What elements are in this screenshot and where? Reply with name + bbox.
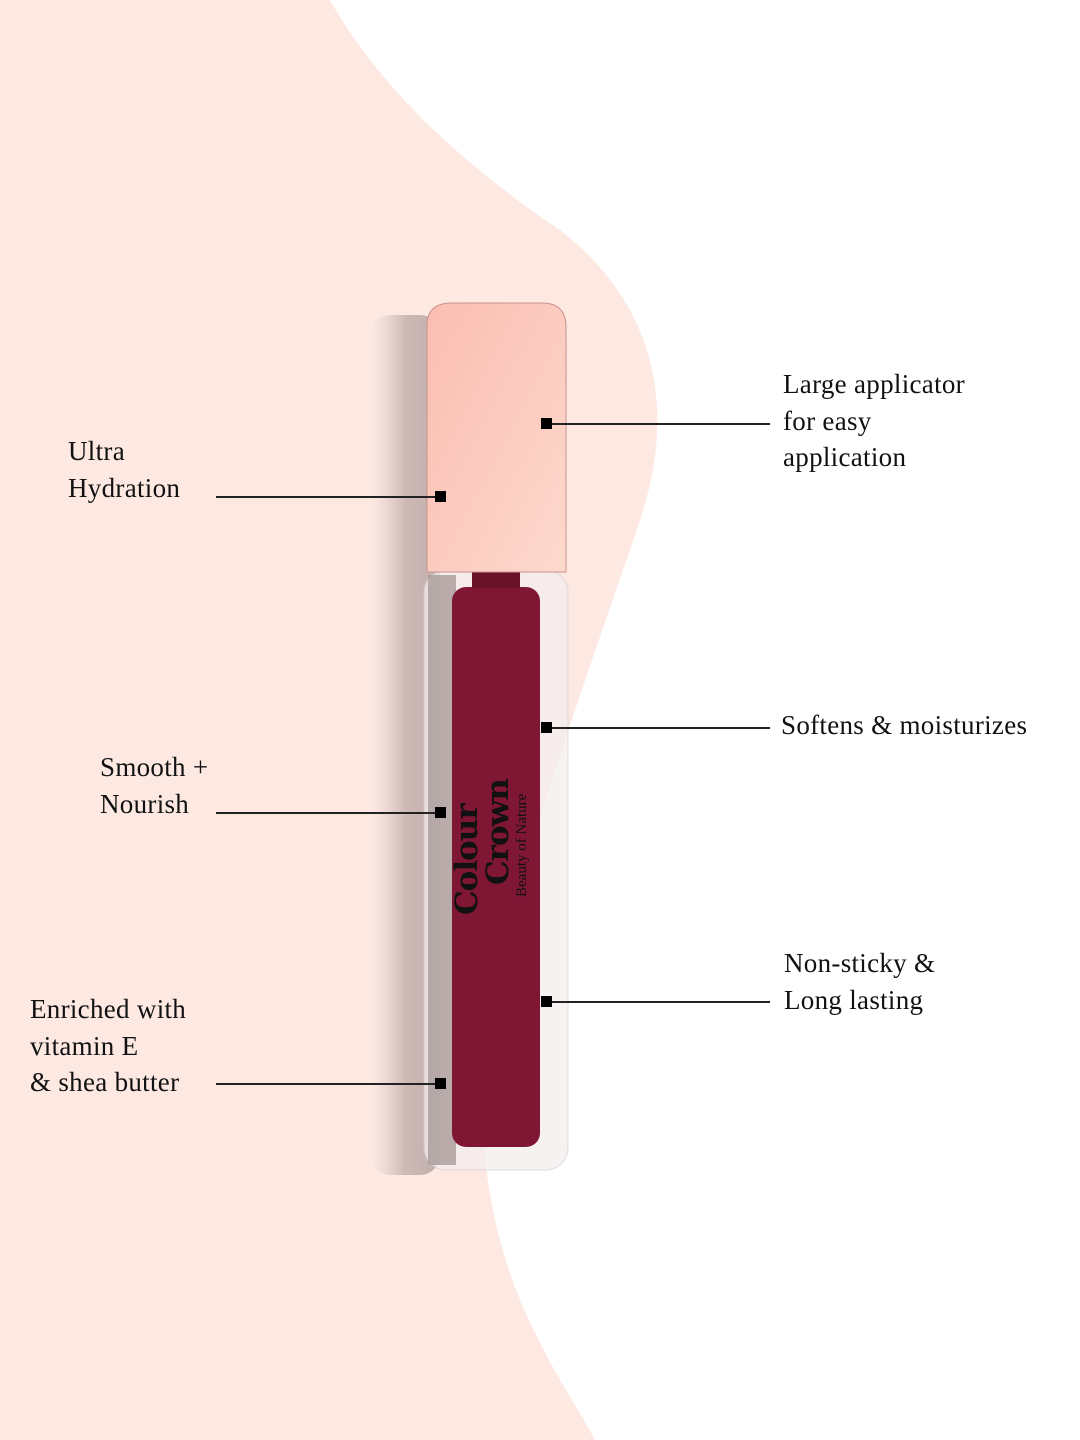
feature-vitamin-e: Enriched with vitamin E & shea butter [30,994,187,1097]
callout-dot [541,418,552,429]
brand-name-line2: Crown [480,779,516,885]
feature-smooth-nourish: Smooth + Nourish [100,752,209,819]
brand-logo: Colour Crown Beauty of Nature [449,779,530,915]
callout-line [546,423,770,425]
brand-tagline: Beauty of Nature [514,793,530,897]
callout-dot [435,491,446,502]
feature-ultra-hydration: Ultra Hydration [68,436,181,503]
callout-line [216,812,440,814]
callout-line [216,1083,440,1085]
feature-softens-moisturizes: Softens & moisturizes [781,710,1028,740]
feature-non-sticky: Non-sticky & Long lasting [784,948,936,1015]
callout-line [546,1001,770,1003]
lip-gloss-product-image [370,302,569,1175]
brand-name-line1: Colour [449,804,485,915]
callout-dot [435,807,446,818]
callout-dot [435,1078,446,1089]
callout-line [546,727,770,729]
feature-large-applicator: Large applicator for easy application [783,369,965,472]
callout-dot [541,996,552,1007]
callout-dot [541,722,552,733]
callout-line [216,496,440,498]
